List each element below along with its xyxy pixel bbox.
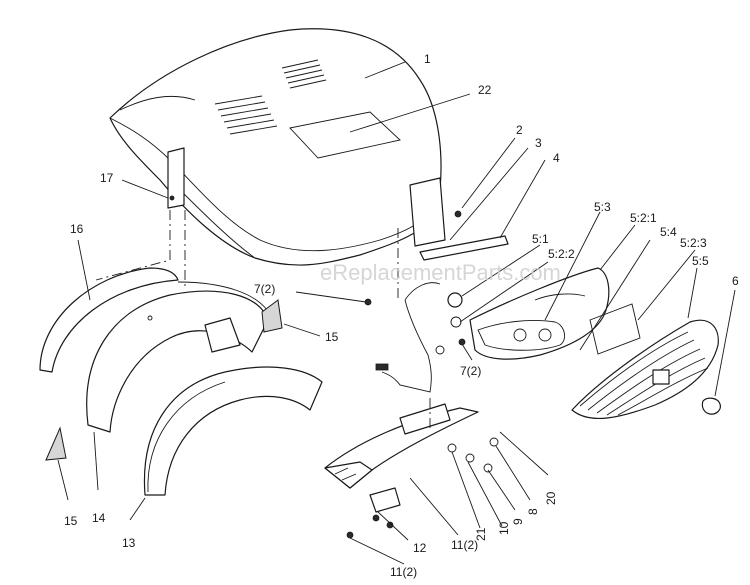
callout-17: 17 xyxy=(100,171,114,185)
callout-16: 16 xyxy=(70,222,84,236)
hood-bracket xyxy=(167,147,185,209)
grille xyxy=(571,319,719,420)
callout-2: 2 xyxy=(516,123,523,137)
callout-5-1: 5:1 xyxy=(532,232,549,246)
callout-labels: 1 22 2 3 4 17 16 5:3 5:2:1 5:4 5:2:3 5:5… xyxy=(64,52,739,579)
callout-12: 12 xyxy=(413,541,427,555)
base-plate xyxy=(324,403,479,513)
callout-15-lower: 15 xyxy=(64,514,78,528)
callout-13: 13 xyxy=(122,536,136,550)
callout-9: 9 xyxy=(511,518,525,525)
callout-21: 21 xyxy=(474,527,488,541)
hood-decal xyxy=(289,111,401,159)
leader-lines xyxy=(57,61,736,565)
screw-2 xyxy=(454,210,462,218)
callout-7-lower: 7(2) xyxy=(460,364,481,378)
hood xyxy=(109,28,442,266)
connector xyxy=(375,363,389,371)
headlight-housing xyxy=(469,267,610,360)
wire-harness xyxy=(381,299,432,393)
wedge-upper xyxy=(261,299,283,333)
callout-6: 6 xyxy=(732,274,739,288)
callout-4: 4 xyxy=(553,151,560,165)
knob xyxy=(701,397,721,415)
callout-5-2-3: 5:2:3 xyxy=(680,236,707,250)
fender-trim xyxy=(39,267,179,373)
callout-8: 8 xyxy=(526,508,540,515)
hood-vent-upper xyxy=(281,59,327,89)
callout-3: 3 xyxy=(535,136,542,150)
callout-5-3: 5:3 xyxy=(594,200,611,214)
plug xyxy=(435,345,445,355)
callout-10: 10 xyxy=(497,521,511,535)
callout-22: 22 xyxy=(478,83,492,97)
callout-20: 20 xyxy=(544,491,558,505)
watermark: eReplacementParts.com xyxy=(320,260,561,285)
lens-panel xyxy=(589,303,641,355)
callout-5-2-2: 5:2:2 xyxy=(548,247,575,261)
callout-5-5: 5:5 xyxy=(692,254,709,268)
bracket-plate xyxy=(409,177,446,247)
callout-15-upper: 15 xyxy=(325,330,339,344)
fender xyxy=(143,366,323,496)
callout-14: 14 xyxy=(92,511,106,525)
hood-vent-lower xyxy=(214,95,278,135)
callout-5-4: 5:4 xyxy=(660,225,677,239)
callout-11-upper: 11(2) xyxy=(451,538,478,552)
callout-7-upper: 7(2) xyxy=(254,282,275,296)
mount-bracket xyxy=(419,235,509,261)
bulb-socket xyxy=(447,292,463,328)
callout-1: 1 xyxy=(424,52,431,66)
callout-5-2-1: 5:2:1 xyxy=(630,211,657,225)
callout-11-lower: 11(2) xyxy=(390,565,417,579)
wedge-lower xyxy=(45,426,67,461)
